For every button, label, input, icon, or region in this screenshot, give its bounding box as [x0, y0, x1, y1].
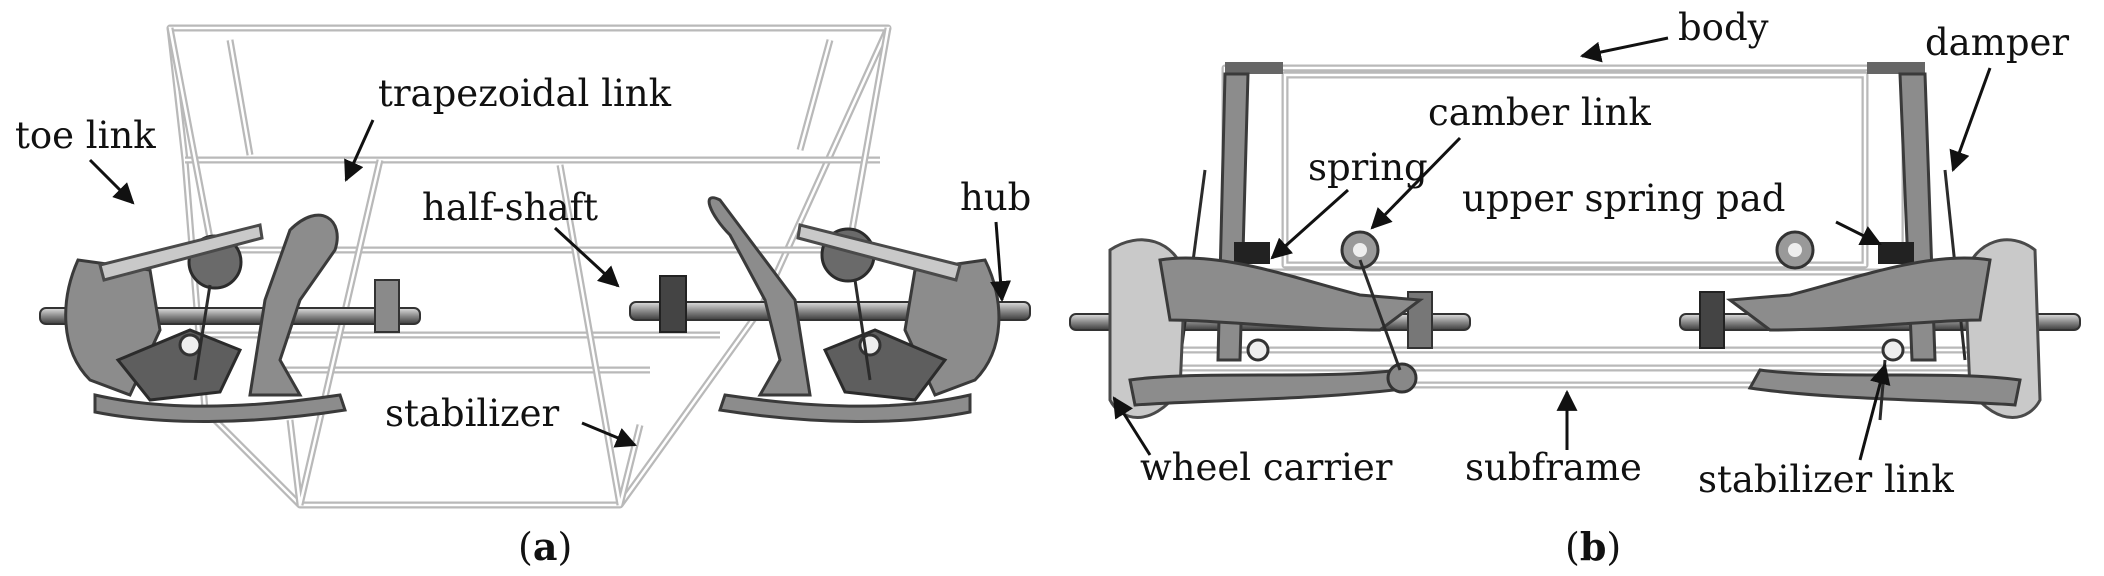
arrow-hub [990, 221, 1012, 303]
arrow-wheel-carrier [1112, 396, 1152, 456]
label-stabilizer: stabilizer [385, 392, 559, 435]
label-upper-spring-pad: upper spring pad [1462, 177, 1785, 220]
label-subframe: subframe [1465, 446, 1642, 489]
label-spring: spring [1308, 146, 1428, 189]
panel-a-frame [166, 24, 892, 509]
arrow-toe-link [88, 158, 135, 205]
panel-b-left-carrier [1108, 230, 1425, 419]
arrow-half-shaft [553, 226, 620, 288]
panel-a-drawing [39, 24, 1031, 509]
arrow-stabilizer-link [1858, 362, 1891, 461]
arrow-stabilizer [581, 421, 637, 448]
label-body: body [1678, 6, 1769, 49]
label-camber-link: camber link [1428, 91, 1651, 134]
arrow-trapezoidal-link [344, 119, 375, 182]
label-damper: damper [1925, 21, 2069, 64]
arrow-camber-link [1370, 136, 1462, 230]
label-half-shaft: half-shaft [422, 186, 598, 229]
arrow-spring [1270, 188, 1350, 260]
panel-a-half-shaft [39, 275, 1031, 333]
label-trapezoidal-link: trapezoidal link [378, 72, 672, 115]
caption-a: (a) [518, 524, 572, 569]
arrow-body [1579, 36, 1669, 63]
arrow-damper [1949, 67, 1992, 172]
caption-b: (b) [1565, 524, 1621, 569]
label-hub: hub [960, 176, 1031, 219]
panel-a-left-carrier [64, 213, 347, 423]
label-toe-link: toe link [15, 114, 156, 157]
label-stabilizer-link: stabilizer link [1698, 458, 1954, 501]
arrow-upper-spring-pad [1835, 220, 1882, 246]
label-wheel-carrier: wheel carrier [1140, 446, 1393, 489]
